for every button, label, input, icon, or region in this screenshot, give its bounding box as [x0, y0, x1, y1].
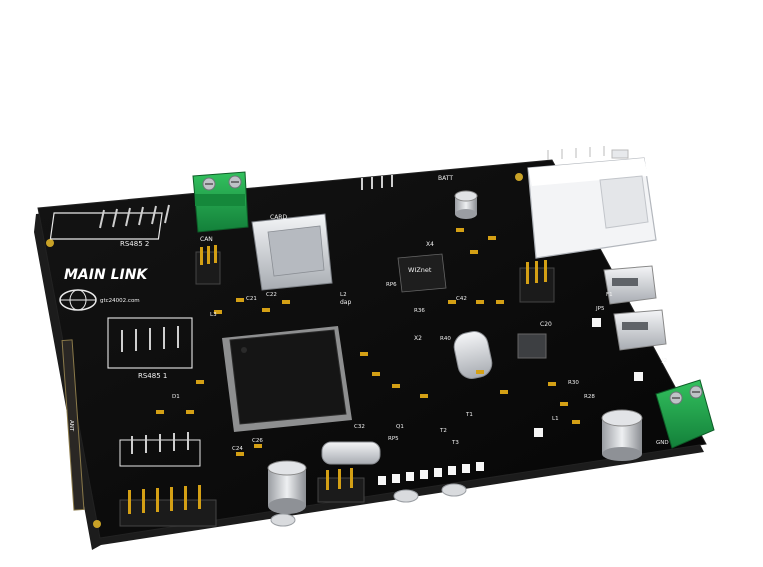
- x4-label: X4: [426, 241, 434, 248]
- power-terminal-top: [192, 171, 249, 233]
- battery-label: BATT: [438, 175, 453, 182]
- electrolytic-capacitor-right: [601, 409, 643, 461]
- c24-label: C24: [232, 446, 243, 452]
- led-row: [378, 462, 484, 485]
- crystal-x1: [321, 441, 381, 465]
- electrolytic-capacitor-left: [267, 460, 307, 514]
- r40-label: R40: [440, 336, 451, 342]
- t2-label: T2: [439, 428, 447, 434]
- rs485-1-label: RS485 1: [138, 372, 167, 380]
- bottom-pin-header: [119, 485, 217, 527]
- r30-label: R30: [568, 380, 579, 386]
- rp6-label: RP6: [386, 282, 397, 288]
- right-pin-header: [519, 260, 555, 303]
- silkscreen-labels: dap X4 C20 C21 C22 C24 C26 C32 C42 R36 R…: [68, 241, 669, 452]
- sd-card-slot: CARD: [251, 213, 333, 291]
- power-terminal-right: [655, 379, 715, 449]
- debug-label: dap: [340, 299, 351, 306]
- can-label: CAN: [200, 236, 213, 243]
- j2-label: J2: [661, 358, 667, 364]
- smd-components: [156, 228, 580, 456]
- electrolytic-capacitor-top: [454, 190, 478, 219]
- l2-label: L2: [340, 292, 347, 298]
- r36-label: R36: [414, 308, 425, 314]
- top-pin-header: [361, 175, 393, 190]
- q1-label: Q1: [396, 424, 404, 430]
- l3-label: L3: [210, 312, 217, 318]
- rs485-1-header: RS485 1: [107, 317, 193, 380]
- antenna-label: ANT: [68, 420, 74, 432]
- small-white-parts: [534, 318, 643, 437]
- f1-label: F1: [606, 292, 613, 298]
- debug-header: [317, 468, 365, 503]
- can-jumper-header: [195, 245, 221, 285]
- t3-label: T3: [451, 440, 459, 446]
- c32-label: C32: [354, 424, 365, 430]
- side-connector: [61, 339, 85, 511]
- c21-label: C21: [246, 296, 257, 302]
- bottom-left-header: [119, 432, 201, 467]
- globe-logo-icon: [59, 289, 97, 311]
- c26-label: C26: [252, 438, 263, 444]
- l1-label: L1: [552, 416, 559, 422]
- x2-label: X2: [414, 335, 422, 342]
- usb-connector-1: [603, 265, 657, 305]
- ethernet-jack: [527, 146, 657, 259]
- standoffs: [270, 483, 467, 527]
- wiznet-chip: WIZnet: [397, 253, 447, 293]
- board-title: MAIN LINK: [64, 267, 148, 283]
- crystal-x2: [453, 331, 493, 379]
- rs485-2-header: RS485 2: [49, 204, 170, 248]
- card-label: CARD: [270, 214, 287, 221]
- jp5-label: JP5: [595, 306, 605, 312]
- t1-label: T1: [465, 412, 473, 418]
- rp5-label: RP5: [388, 436, 399, 442]
- d1-label: D1: [172, 394, 180, 400]
- c42-label: C42: [456, 296, 467, 302]
- main-mcu: [222, 326, 352, 432]
- c20-label: C20: [540, 321, 552, 328]
- website-label: gtc24002.com: [100, 298, 140, 304]
- square-ic: [517, 333, 547, 359]
- c22-label: C22: [266, 292, 277, 298]
- r28-label: R28: [584, 394, 595, 400]
- wiznet-label: WIZnet: [408, 266, 432, 274]
- gnd-label: GND: [656, 440, 669, 446]
- usb-connector-2: [613, 309, 667, 351]
- rs485-2-label: RS485 2: [120, 240, 149, 248]
